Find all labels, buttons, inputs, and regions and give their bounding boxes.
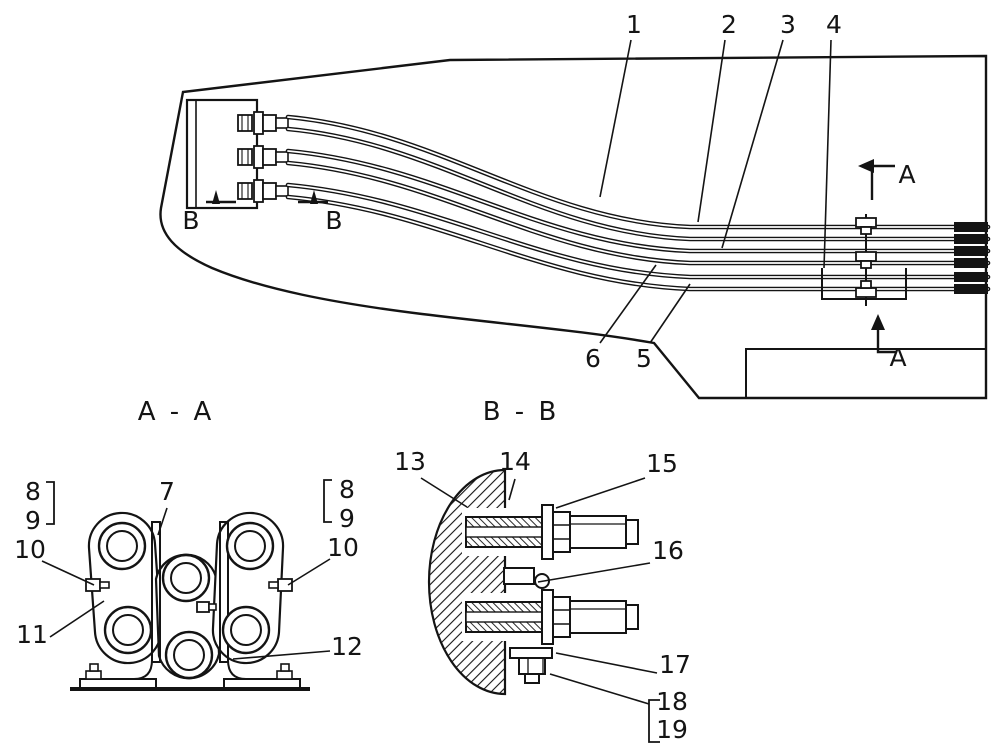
- section-cut-marker-b: B B: [182, 190, 343, 235]
- callout-2: 2: [721, 10, 737, 39]
- callout-8-right: 8: [339, 475, 355, 504]
- bottom-stud-hardware: [509, 647, 553, 684]
- main-view: B B A A 1 2 3 4 6 5: [159, 10, 991, 400]
- section-bb-view: B - B: [394, 397, 691, 744]
- upper-hose-fitting: [462, 504, 639, 560]
- callout-12: 12: [331, 632, 363, 661]
- hose-end-fittings: [954, 222, 988, 294]
- section-cut-marker-a: A A: [858, 159, 916, 372]
- aa-callout-leaders: [41, 479, 332, 660]
- manifold-fitting: [237, 179, 289, 203]
- callout-16: 16: [652, 536, 684, 565]
- section-a-label-top: A: [898, 160, 915, 189]
- center-spacer: [503, 567, 550, 589]
- callout-10-right: 10: [327, 533, 359, 562]
- mounting-plate-section: [427, 468, 507, 696]
- callout-14: 14: [499, 447, 531, 476]
- callout-17: 17: [659, 650, 691, 679]
- hydraulic-hoses: [285, 114, 991, 292]
- callout-1: 1: [626, 10, 642, 39]
- section-a-label-bottom: A: [889, 343, 906, 372]
- machine-outline: [159, 54, 988, 400]
- callout-5: 5: [636, 344, 652, 373]
- callout-13: 13: [394, 447, 426, 476]
- callout-11: 11: [16, 620, 48, 649]
- callout-15: 15: [646, 449, 678, 478]
- main-callout-leaders: [599, 39, 832, 344]
- callout-8-left: 8: [25, 477, 41, 506]
- hose-manifold: [185, 98, 289, 210]
- lower-hose-fitting: [462, 589, 639, 645]
- callout-9-left: 9: [25, 506, 41, 535]
- section-b-label-left: B: [182, 206, 199, 235]
- section-b-label-right: B: [325, 206, 342, 235]
- callout-19: 19: [656, 715, 688, 744]
- callout-4: 4: [826, 10, 842, 39]
- callout-3: 3: [780, 10, 796, 39]
- callout-9-right: 9: [339, 504, 355, 533]
- callout-18: 18: [656, 687, 688, 716]
- clamp-bracket: [821, 268, 907, 300]
- hose-clamp-right: [821, 214, 907, 306]
- callout-10-left: 10: [14, 535, 46, 564]
- clamp-support-plates: [70, 521, 310, 691]
- section-aa-title: A - A: [138, 397, 214, 427]
- hose-cross-sections: [97, 521, 275, 680]
- section-bb-title: B - B: [483, 397, 560, 427]
- bb-callout-leaders: [420, 477, 660, 743]
- manifold-fitting: [237, 111, 289, 135]
- machine-step-line: [745, 348, 986, 398]
- section-aa-view: A - A: [14, 397, 363, 691]
- manifold-fitting: [237, 145, 289, 169]
- clamp-bolts: [85, 578, 293, 613]
- callout-7: 7: [159, 477, 175, 506]
- callout-6: 6: [585, 344, 601, 373]
